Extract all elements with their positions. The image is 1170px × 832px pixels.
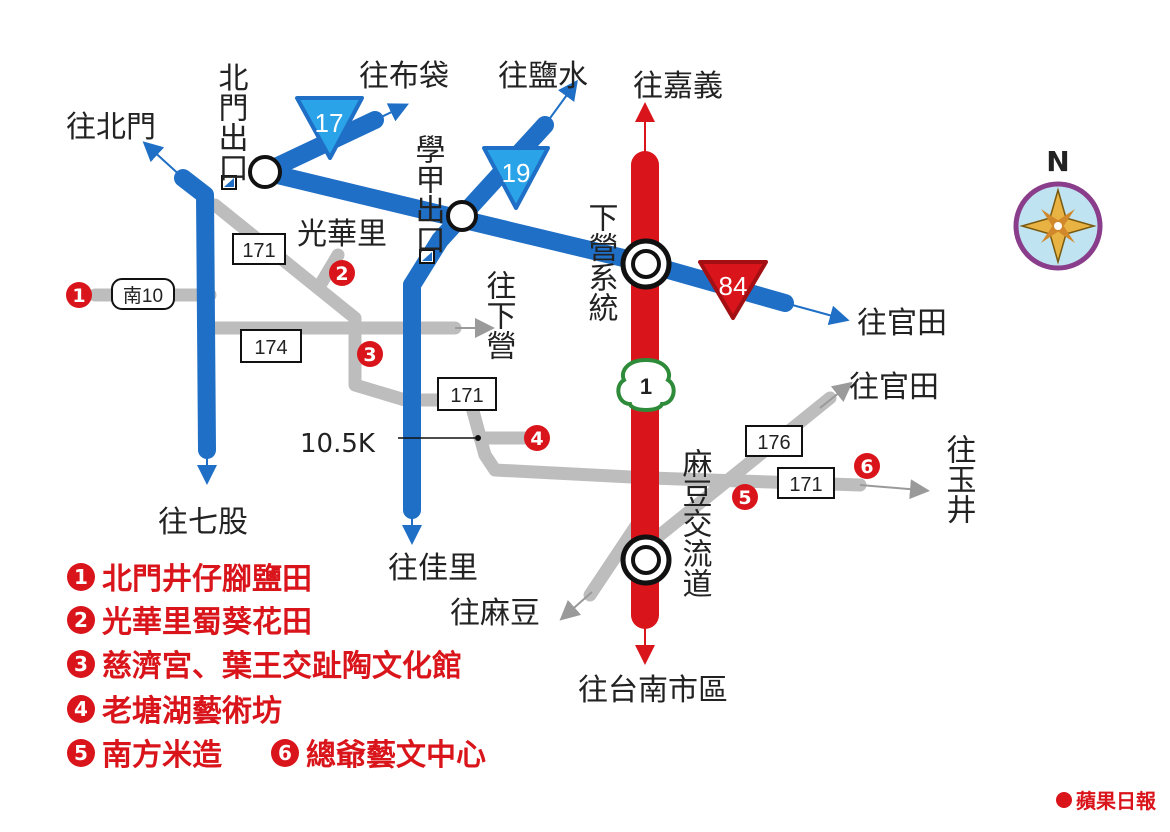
legend-item-5: 5 南方米造 xyxy=(67,738,222,773)
node-madou-inner xyxy=(631,545,661,575)
svg-text:10.5K: 10.5K xyxy=(300,429,376,459)
poi-marker-1: 1 xyxy=(66,282,92,308)
svg-text:1: 1 xyxy=(640,374,652,399)
svg-text:1: 1 xyxy=(72,285,85,307)
node-beimen xyxy=(248,155,282,189)
interchange-nodes xyxy=(248,155,672,586)
label-xiaying-system: 下營系統 xyxy=(583,202,618,322)
poi-marker-5: 5 xyxy=(732,484,758,510)
svg-text:1: 1 xyxy=(74,565,88,589)
svg-text:南方米造: 南方米造 xyxy=(102,738,222,773)
dest-budai: 往布袋 xyxy=(359,59,449,94)
legend-item-6: 6 總爺藝文中心 xyxy=(271,738,486,773)
svg-text:19: 19 xyxy=(502,158,531,188)
svg-text:北門井仔腳鹽田: 北門井仔腳鹽田 xyxy=(102,562,312,597)
svg-text:17: 17 xyxy=(315,108,344,138)
svg-text:84: 84 xyxy=(719,271,748,301)
label-beimen-exit: 北門出口 xyxy=(213,62,248,182)
svg-text:5: 5 xyxy=(74,741,88,765)
legend: 1 北門井仔腳鹽田 2 光華里蜀葵花田 3 慈濟宮、葉王交趾陶文化館 4 老塘湖… xyxy=(67,562,486,773)
legend-item-3: 3 慈濟宮、葉王交趾陶文化館 xyxy=(67,649,462,684)
road-171-b-label: 171 xyxy=(450,385,483,407)
node-madou xyxy=(620,534,672,586)
distance-marker: 10.5K xyxy=(300,429,481,459)
source-logo: 蘋果日報 xyxy=(1056,789,1157,813)
dest-xiaying: 往下營 xyxy=(481,270,517,360)
poi-marker-4: 4 xyxy=(524,425,550,451)
shield-freeway-1: 1 xyxy=(616,357,676,412)
node-xuejia xyxy=(446,200,478,232)
svg-text:光華里蜀葵花田: 光華里蜀葵花田 xyxy=(102,605,312,640)
svg-text:慈濟宮、葉王交趾陶文化館: 慈濟宮、葉王交趾陶文化館 xyxy=(102,649,462,684)
interchange-labels: 北門出口 學甲出口 下營系統 麻豆交流道 xyxy=(213,62,713,598)
dest-madou: 往麻豆 xyxy=(450,596,540,631)
legend-item-1: 1 北門井仔腳鹽田 xyxy=(67,562,312,597)
dest-beimen: 往北門 xyxy=(66,110,156,145)
legend-item-2: 2 光華里蜀葵花田 xyxy=(67,605,312,640)
legend-item-4: 4 老塘湖藝術坊 xyxy=(67,694,282,729)
expressway-arrows xyxy=(142,79,850,545)
svg-text:3: 3 xyxy=(74,652,88,676)
node-xiaying xyxy=(620,238,672,290)
svg-text:N: N xyxy=(1046,145,1069,178)
exit-icons xyxy=(221,175,435,264)
svg-text:5: 5 xyxy=(738,487,751,509)
destination-labels: 往北門 往布袋 往鹽水 往嘉義 往官田 往官田 往七股 往佳里 往麻豆 往台南市… xyxy=(66,59,977,708)
shield-19: 19 xyxy=(482,146,550,210)
road-171-a-label: 171 xyxy=(242,240,275,262)
dest-yanshui: 往鹽水 xyxy=(498,59,588,94)
road-nan10-label: 南10 xyxy=(123,285,163,307)
road-176-label: 176 xyxy=(757,432,790,454)
road-171-c-label: 171 xyxy=(789,474,822,496)
svg-text:3: 3 xyxy=(363,344,376,366)
label-madou-interchange: 麻豆交流道 xyxy=(677,448,713,598)
svg-text:6: 6 xyxy=(860,456,873,478)
road-174-label: 174 xyxy=(254,337,287,359)
compass-rose-icon: N xyxy=(1013,145,1103,271)
dest-yujing: 往玉井 xyxy=(941,434,977,524)
svg-text:2: 2 xyxy=(74,608,88,632)
poi-markers: 1 2 3 4 5 6 xyxy=(66,260,880,510)
shield-84: 84 xyxy=(698,260,768,320)
poi-marker-6: 6 xyxy=(854,453,880,479)
svg-text:4: 4 xyxy=(74,697,88,721)
svg-text:總爺藝文中心: 總爺藝文中心 xyxy=(306,738,486,773)
dest-chiayi: 往嘉義 xyxy=(633,69,723,104)
svg-text:6: 6 xyxy=(278,741,292,765)
poi-marker-3: 3 xyxy=(357,341,383,367)
road-176 xyxy=(653,391,837,542)
svg-text:4: 4 xyxy=(530,428,543,450)
svg-text:蘋果日報: 蘋果日報 xyxy=(1076,789,1157,813)
poi-marker-2: 2 xyxy=(329,260,355,286)
local-road-arrows xyxy=(455,318,930,621)
road-61-west xyxy=(174,169,216,459)
dest-guantian-1: 往官田 xyxy=(857,306,947,341)
label-guanghuali: 光華里 xyxy=(297,217,387,252)
dest-tainan: 往台南市區 xyxy=(578,673,728,708)
road-number-boxes: 171 174 171 176 171 南10 xyxy=(111,233,835,499)
shield-17: 17 xyxy=(295,96,364,160)
dest-qigu: 往七股 xyxy=(158,505,248,540)
dest-jiali: 往佳里 xyxy=(388,551,478,586)
label-xuejia-exit: 學甲出口 xyxy=(410,134,445,254)
road-17 xyxy=(256,111,384,181)
svg-text:老塘湖藝術坊: 老塘湖藝術坊 xyxy=(102,694,282,729)
dest-guantian-2: 往官田 xyxy=(849,370,939,405)
node-xiaying-inner xyxy=(631,249,661,279)
svg-text:2: 2 xyxy=(335,263,348,285)
